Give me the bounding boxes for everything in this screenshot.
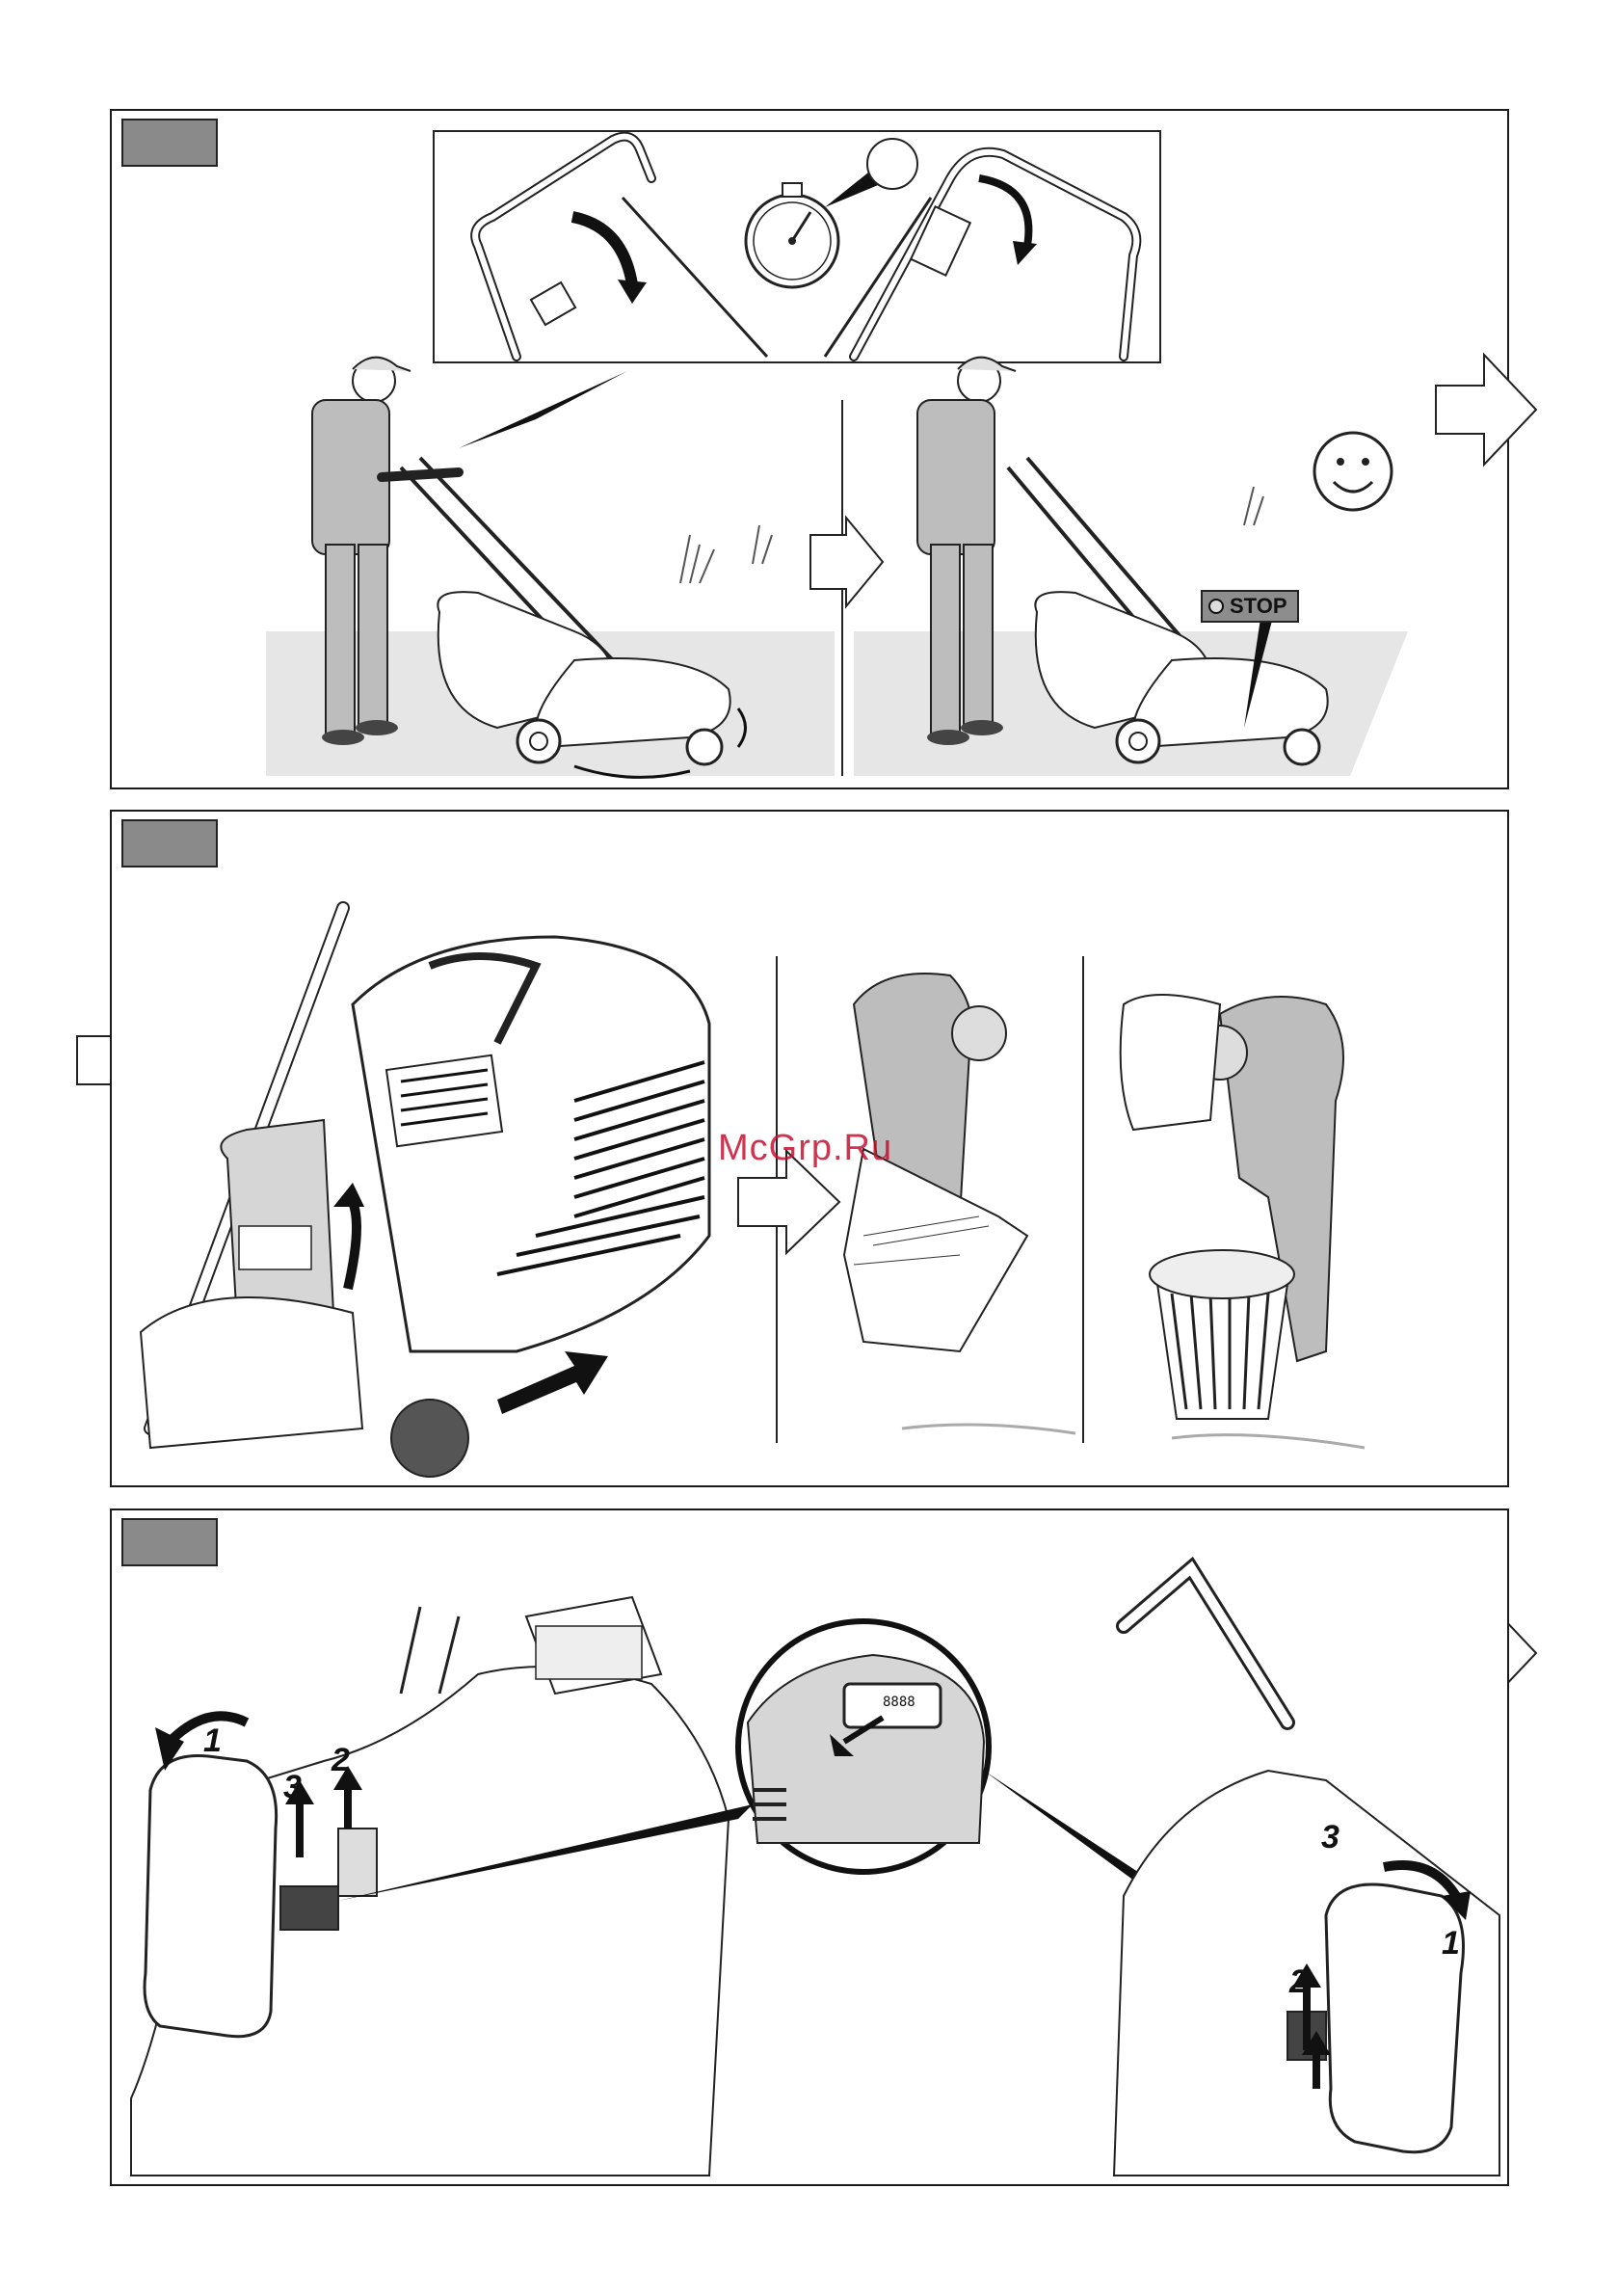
battery-display: 8888	[883, 1695, 915, 1710]
step-number: 1	[1442, 1925, 1460, 1962]
panel-remove-battery: 1 3 2 3 2 1 8888	[110, 1508, 1509, 2186]
arrow-right-icon	[1436, 355, 1536, 465]
step-number: 3	[283, 1769, 302, 1806]
watermark: McGrp.Ru	[718, 1128, 892, 1169]
step-number: 2	[332, 1742, 350, 1779]
panel-3-illustration	[112, 1510, 1509, 2186]
step-number: 1	[203, 1722, 222, 1760]
step-number: 3	[1321, 1819, 1339, 1856]
step-number: 2	[1289, 1963, 1308, 2001]
